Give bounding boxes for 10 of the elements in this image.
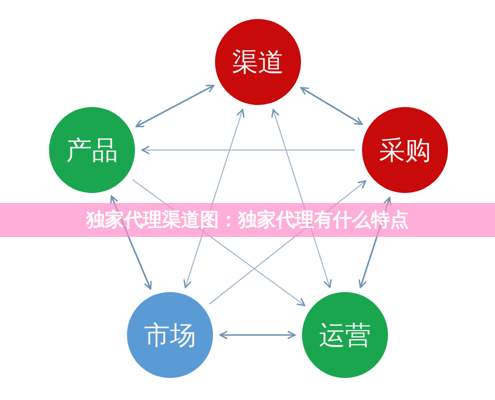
node-label: 采购 (379, 134, 431, 168)
arrow (300, 87, 363, 125)
node-label: 运营 (319, 320, 371, 352)
node-label: 产品 (66, 134, 118, 168)
arrow (219, 330, 296, 340)
node-label: 市场 (144, 320, 196, 352)
arrow (136, 84, 214, 128)
title: 独家代理渠道图：独家代理有什么特点 (86, 208, 409, 233)
arrow (141, 146, 356, 154)
node-label: 渠道 (232, 46, 284, 80)
